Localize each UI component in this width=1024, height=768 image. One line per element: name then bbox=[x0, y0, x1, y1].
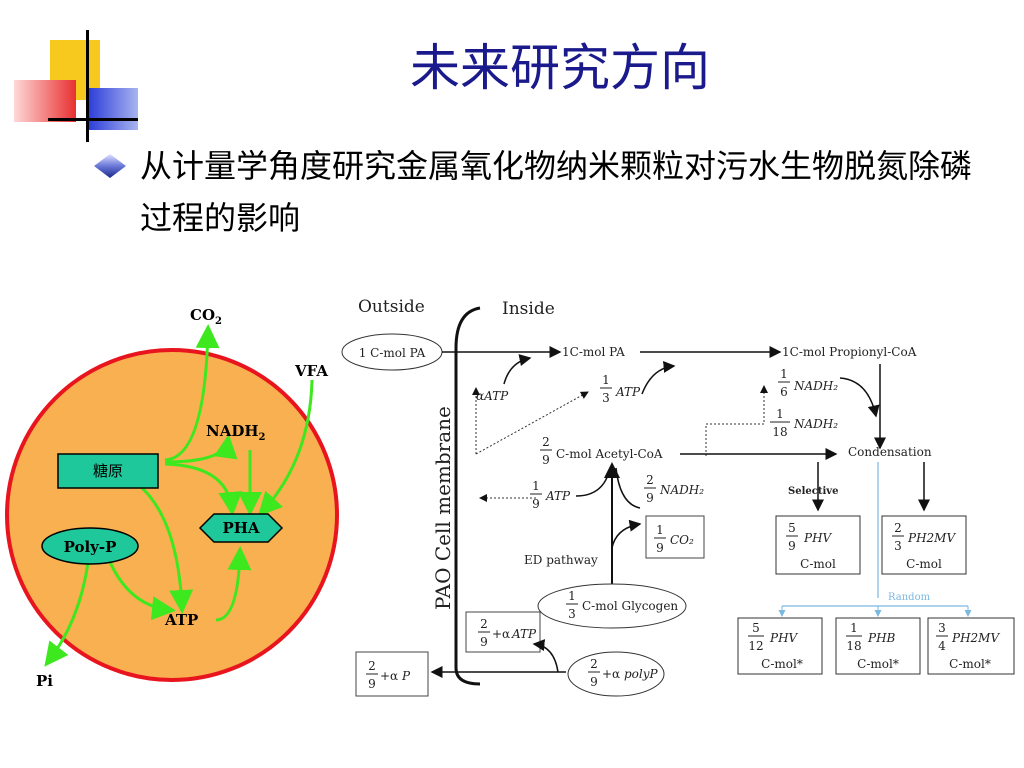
frac-2-9c-num: 2 bbox=[480, 617, 488, 631]
inside-label: Inside bbox=[502, 299, 555, 319]
propionyl-coa: 1C-mol Propionyl-CoA bbox=[782, 345, 917, 359]
glycogen-right: C-mol Glycogen bbox=[582, 599, 678, 613]
cmol-star-2: C-mol* bbox=[857, 657, 899, 671]
diamond-bullet-icon bbox=[94, 154, 126, 178]
vfa-label: VFA bbox=[294, 362, 328, 380]
frac-2-9e-den: 9 bbox=[590, 675, 598, 689]
co2-label: CO2 bbox=[190, 306, 222, 327]
left-cell-diagram: CO2 VFA NADH2 糖原 PHA Poly-P ATP Pi bbox=[5, 306, 339, 690]
random-label: Random bbox=[888, 592, 931, 603]
selective-label: Selective bbox=[788, 486, 838, 497]
glycogen-label: 糖原 bbox=[93, 462, 123, 480]
plus-alpha-3: +α bbox=[602, 667, 620, 681]
frac-5-9-num: 5 bbox=[788, 521, 796, 535]
frac-2-9e-num: 2 bbox=[590, 657, 598, 671]
deco-vertical-line bbox=[86, 30, 89, 142]
frac-1-9c-den: 9 bbox=[656, 541, 664, 555]
frac-1-18b-den: 18 bbox=[846, 639, 861, 653]
deco-red-block bbox=[14, 80, 76, 122]
frac-1-6-den: 6 bbox=[780, 385, 788, 399]
frac-3-4-num: 3 bbox=[938, 621, 946, 635]
frac-2-9a-den: 9 bbox=[542, 453, 550, 467]
polyp-ellipse bbox=[41, 527, 139, 565]
frac-2-3-num: 2 bbox=[894, 521, 902, 535]
frac-1-18-num: 1 bbox=[776, 407, 784, 421]
ph2mv-1: PH2MV bbox=[907, 531, 956, 545]
pi-right: P bbox=[401, 669, 411, 683]
cmol-1: C-mol bbox=[800, 557, 836, 571]
ph2mv-2: PH2MV bbox=[951, 631, 1000, 645]
phb: PHB bbox=[867, 631, 896, 645]
frac-2-9b-den: 9 bbox=[646, 491, 654, 505]
cmol-star-1: C-mol* bbox=[761, 657, 803, 671]
frac-1-3g-num: 1 bbox=[568, 589, 576, 603]
pa-out: 1 C-mol PA bbox=[359, 346, 426, 360]
bullet-text: 从计量学角度研究金属氧化物纳米颗粒对污水生物脱氮除磷过程的影响 bbox=[140, 147, 973, 237]
alpha-atp: αATP bbox=[476, 389, 509, 403]
frac-2-9d-den: 9 bbox=[368, 677, 376, 691]
frac-2-9c-den: 9 bbox=[480, 635, 488, 649]
frac-3-4-den: 4 bbox=[938, 639, 946, 653]
cmol-star-3: C-mol* bbox=[949, 657, 991, 671]
membrane-label: PAO Cell membrane bbox=[431, 406, 455, 610]
frac-2-9d-num: 2 bbox=[368, 659, 376, 673]
right-pathway-diagram: Outside Inside PAO Cell membrane 1 C-mol… bbox=[341, 297, 1015, 697]
deco-blue-block bbox=[88, 88, 138, 130]
frac-2-3-den: 3 bbox=[894, 539, 902, 553]
frac-2-9a-num: 2 bbox=[542, 435, 550, 449]
condensation: Condensation bbox=[848, 445, 932, 459]
cmol-2: C-mol bbox=[906, 557, 942, 571]
frac-1-18b-num: 1 bbox=[850, 621, 858, 635]
slide-title: 未来研究方向 bbox=[410, 39, 710, 97]
frac-2-9b-num: 2 bbox=[646, 473, 654, 487]
frac-5-12-num: 5 bbox=[752, 621, 760, 635]
phv-2: PHV bbox=[769, 631, 799, 645]
atp-3: ATP bbox=[511, 627, 537, 641]
nadh-3: NADH₂ bbox=[659, 483, 704, 497]
pha-hexagon bbox=[198, 513, 284, 543]
frac-5-12-den: 12 bbox=[748, 639, 763, 653]
glycogen-box bbox=[57, 453, 159, 489]
deco-horizontal-line bbox=[48, 118, 138, 121]
pha-label: PHA bbox=[222, 519, 259, 537]
frac-1-3-num: 1 bbox=[602, 373, 610, 387]
plus-alpha-1: +α bbox=[492, 627, 510, 641]
atp-1: ATP bbox=[615, 385, 641, 399]
frac-1-9-num: 1 bbox=[532, 479, 540, 493]
pi-label: Pi bbox=[36, 672, 53, 690]
nadh-2: NADH₂ bbox=[793, 417, 838, 431]
plus-alpha-2: +α bbox=[380, 669, 398, 683]
pa-in: 1C-mol PA bbox=[562, 345, 625, 359]
cell-circle bbox=[5, 348, 339, 682]
frac-1-18-den: 18 bbox=[772, 425, 787, 439]
acetyl-coa: C-mol Acetyl-CoA bbox=[556, 447, 663, 461]
frac-1-6-num: 1 bbox=[780, 367, 788, 381]
atp-label: ATP bbox=[164, 611, 198, 629]
phv-1: PHV bbox=[803, 531, 833, 545]
outside-label: Outside bbox=[358, 297, 425, 317]
atp-2: ATP bbox=[545, 489, 571, 503]
ed-pathway: ED pathway bbox=[524, 553, 598, 567]
polyp-right: polyP bbox=[624, 667, 659, 681]
frac-1-3g-den: 3 bbox=[568, 607, 576, 621]
co2-box: CO₂ bbox=[670, 533, 694, 547]
frac-1-3-den: 3 bbox=[602, 391, 610, 405]
nadh-label: NADH2 bbox=[206, 422, 266, 443]
polyp-label: Poly-P bbox=[64, 538, 117, 556]
nadh-1: NADH₂ bbox=[793, 379, 838, 393]
frac-1-9c-num: 1 bbox=[656, 523, 664, 537]
frac-1-9-den: 9 bbox=[532, 497, 540, 511]
frac-5-9-den: 9 bbox=[788, 539, 796, 553]
